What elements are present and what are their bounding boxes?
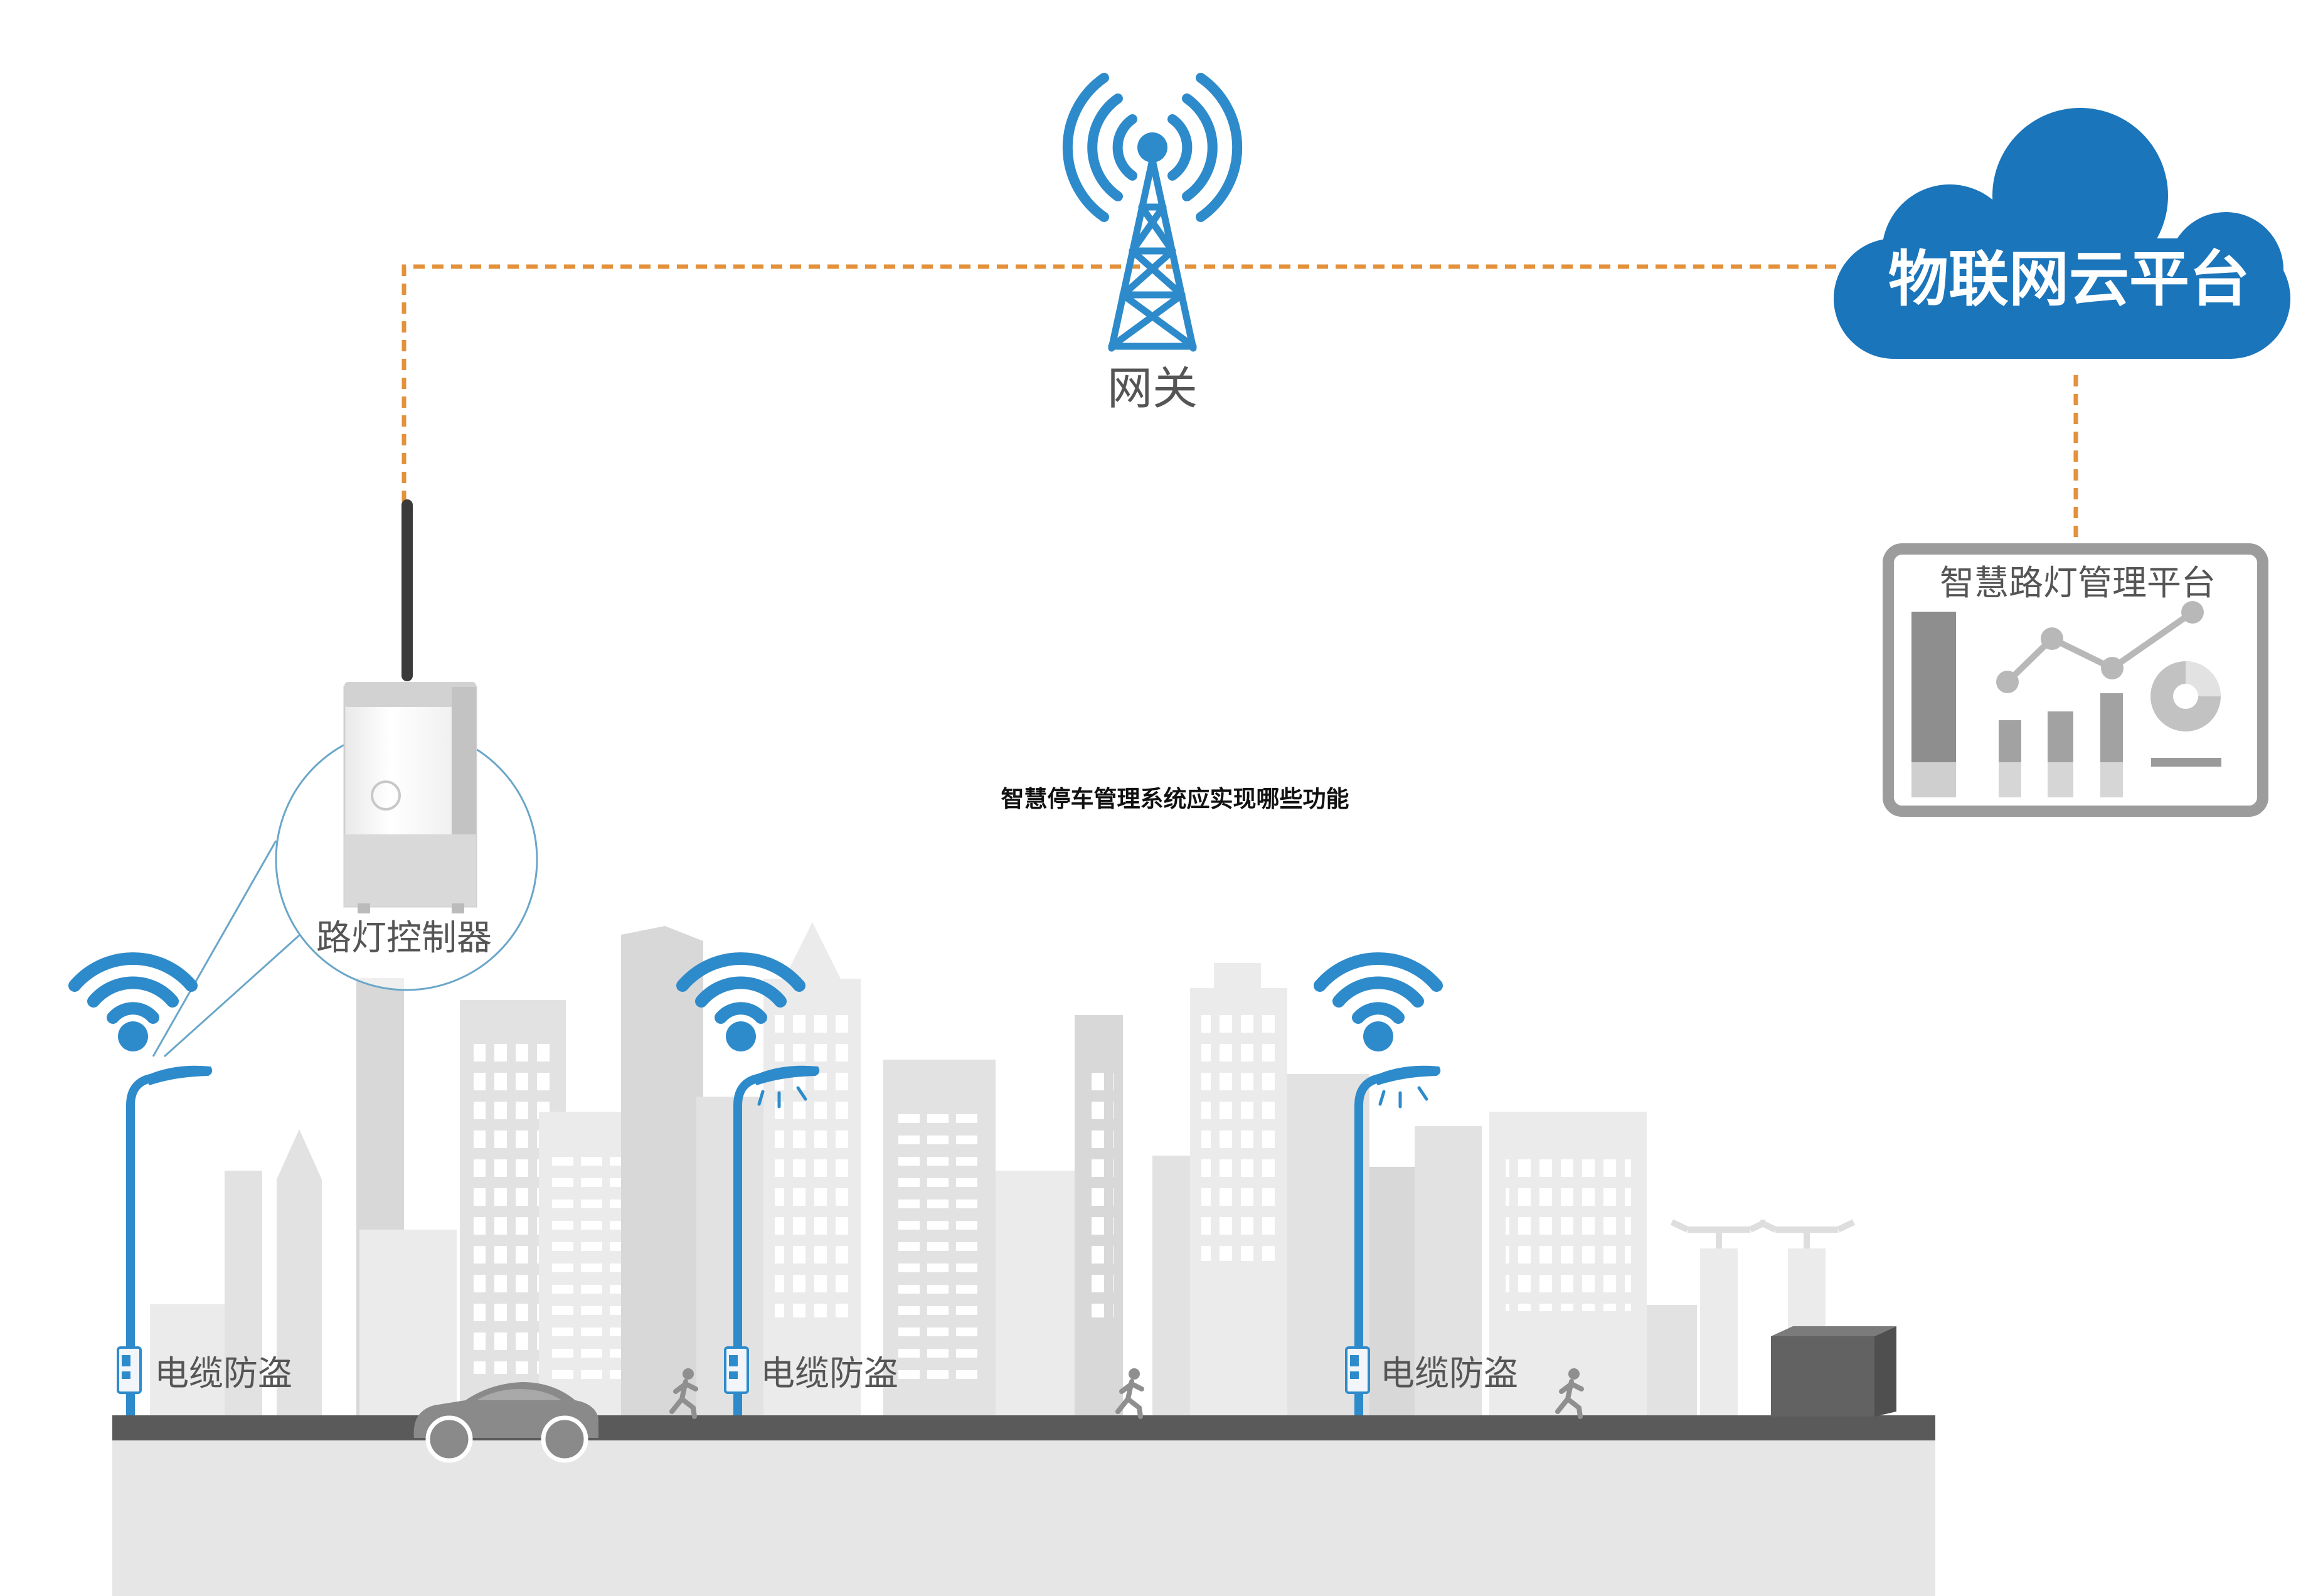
light-rays-icon bbox=[1378, 1086, 1428, 1109]
ground bbox=[112, 1440, 1935, 1596]
runner-icon bbox=[1555, 1368, 1584, 1419]
cloud-platform-label: 物联网云平台 bbox=[1888, 246, 2250, 313]
line-chart-icon bbox=[1996, 601, 2204, 693]
utility-cabinet bbox=[1771, 1326, 1896, 1417]
streetlight-label: 电缆防盗 bbox=[1380, 1354, 1518, 1393]
cable-sensor-icon bbox=[117, 1346, 142, 1394]
streetlight-label: 电缆防盗 bbox=[760, 1354, 898, 1393]
bar-chart-icon bbox=[1911, 612, 2123, 797]
road bbox=[112, 1415, 1935, 1440]
gateway-label: 网关 bbox=[1107, 364, 1198, 414]
cable-sensor-icon bbox=[1345, 1346, 1370, 1394]
antenna bbox=[401, 499, 413, 681]
streetlight: 电缆防盗 bbox=[1345, 1065, 1518, 1415]
lamp-head bbox=[1373, 1065, 1441, 1085]
streetlight: 电缆防盗 bbox=[724, 1065, 898, 1415]
link-controller-to-cloud bbox=[401, 264, 1844, 502]
gateway-tower-icon bbox=[1062, 73, 1243, 352]
cable-sensor-icon bbox=[724, 1346, 749, 1394]
cloud-platform-icon bbox=[1834, 108, 2290, 359]
controller-label: 路灯控制器 bbox=[316, 918, 492, 957]
car-icon bbox=[413, 1382, 598, 1463]
runner-icon bbox=[669, 1368, 698, 1419]
runner-icon bbox=[1115, 1368, 1144, 1419]
wifi-icon bbox=[1314, 952, 1443, 1051]
donut-chart-icon bbox=[2150, 661, 2221, 767]
light-rays-icon bbox=[757, 1086, 807, 1109]
dashboard-panel: 智慧路灯管理平台 bbox=[1883, 543, 2268, 817]
city-skyline bbox=[150, 922, 1856, 1415]
lamp-head bbox=[144, 1065, 213, 1085]
wifi-icon bbox=[68, 952, 198, 1051]
dashboard-title: 智慧路灯管理平台 bbox=[1940, 563, 2216, 602]
center-title: 智慧停车管理系统应实现哪些功能 bbox=[1001, 786, 1349, 812]
streetlight: 电缆防盗 bbox=[117, 1065, 292, 1415]
streetlight-label: 电缆防盗 bbox=[154, 1354, 292, 1393]
wifi-icon bbox=[676, 952, 805, 1051]
lamp-head bbox=[752, 1065, 820, 1085]
callout-line bbox=[152, 840, 301, 1058]
streetlight-controller-device bbox=[343, 499, 477, 913]
device-logo-icon bbox=[371, 780, 401, 811]
